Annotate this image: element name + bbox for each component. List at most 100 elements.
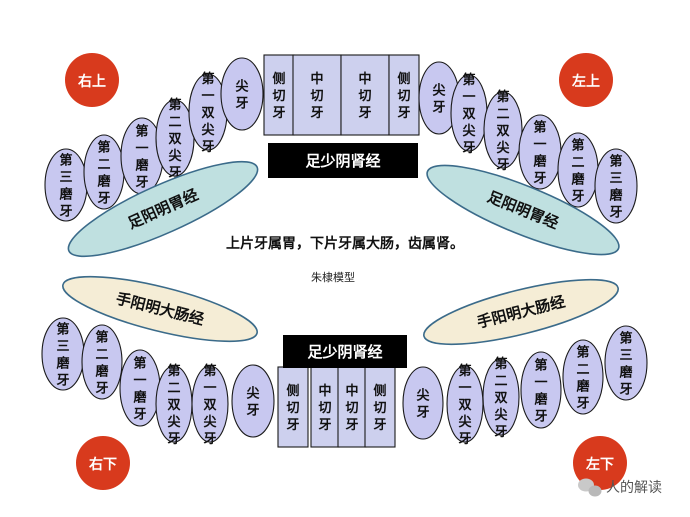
upper-tooth-label: 第三磨牙 [59, 153, 72, 220]
upper-tooth: 第二双尖牙 [155, 97, 195, 181]
corner-upper-right: 右上 [65, 53, 119, 107]
lower-tooth-shape [191, 365, 229, 443]
upper-tooth-shape [594, 148, 638, 224]
lower-tooth: 第三磨牙 [604, 325, 648, 401]
watermark: 人的解读 [578, 478, 662, 497]
lower-tooth-label: 第二双尖牙 [494, 356, 507, 440]
upper-tooth-label: 第一磨牙 [135, 124, 148, 191]
lower-tooth-label: 侧切牙 [373, 383, 386, 433]
lower-banner-label: 足少阴肾经 [307, 343, 382, 361]
lower-tooth-label: 尖牙 [416, 388, 429, 421]
upper-tooth: 第二双尖牙 [483, 89, 523, 173]
lower-kidney-banner: 足少阴肾经 [283, 335, 407, 368]
corner-label-upper-right: 右上 [77, 73, 106, 90]
upper-tooth: 侧切牙 [263, 54, 295, 136]
upper-tooth: 第二磨牙 [83, 134, 125, 210]
lower-tooth-shape [81, 324, 123, 400]
lower-tooth-label: 中切牙 [345, 383, 358, 433]
corner-lower-right: 右下 [76, 436, 130, 490]
lower-tooth-label: 第三磨牙 [56, 322, 69, 389]
lower-tooth: 侧切牙 [364, 366, 396, 448]
lower-tooth-label: 中切牙 [318, 383, 331, 433]
upper-tooth: 第一双尖牙 [188, 71, 228, 155]
lower-tooth-label: 第二磨牙 [576, 345, 589, 412]
lower-tooth: 中切牙 [310, 366, 340, 448]
upper-tooth: 第二磨牙 [557, 132, 599, 208]
watermark-text: 人的解读 [606, 479, 662, 496]
lower-tooth-shape [482, 358, 520, 436]
upper-tooth: 中切牙 [340, 54, 390, 136]
lower-tooth: 第一双尖牙 [191, 363, 229, 447]
upper-tooth-shape [220, 57, 264, 131]
upper-tooth-label: 第二磨牙 [571, 138, 584, 205]
lower-tooth-label: 第一双尖牙 [458, 363, 471, 447]
upper-tooth-label: 侧切牙 [272, 71, 285, 121]
corner-lower-left: 左下 [573, 436, 627, 490]
upper-tooth-label: 第三磨牙 [609, 154, 622, 221]
corner-upper-left: 左上 [559, 53, 613, 107]
upper-tooth: 中切牙 [292, 54, 342, 136]
upper-tooth: 尖牙 [220, 57, 264, 131]
upper-banner-label: 足少阴肾经 [305, 152, 380, 170]
center-note: 上片牙属胃，下片牙属大肠，齿属肾。 [226, 235, 464, 252]
lower-tooth-label: 第一磨牙 [534, 358, 547, 425]
upper-tooth-shape [263, 54, 295, 136]
upper-tooth: 第一双尖牙 [450, 72, 488, 156]
upper-tooth-shape [483, 91, 523, 169]
meridian-lower-left: 手阳明大肠经 [62, 275, 258, 343]
upper-tooth-label: 尖牙 [432, 83, 445, 116]
upper-tooth: 侧切牙 [388, 54, 420, 136]
lower-tooth-shape [402, 366, 444, 440]
lower-tooth-label: 尖牙 [246, 386, 259, 419]
upper-tooth-label: 第一双尖牙 [201, 71, 214, 155]
lower-tooth: 第一双尖牙 [446, 363, 484, 447]
upper-tooth: 第一磨牙 [518, 114, 562, 190]
corner-label-lower-left: 左下 [585, 456, 614, 473]
upper-kidney-banner: 足少阴肾经 [268, 143, 418, 178]
lower-tooth: 中切牙 [337, 366, 367, 448]
lower-tooth-shape [562, 339, 604, 415]
lower-tooth-label: 第二磨牙 [95, 330, 108, 397]
meridian-upper-right: 足阳明胃经 [426, 164, 620, 256]
upper-tooth: 第三磨牙 [594, 148, 638, 224]
upper-tooth: 尖牙 [418, 61, 460, 135]
lower-tooth-label: 第二双尖牙 [167, 363, 180, 447]
upper-tooth-label: 第二双尖牙 [168, 97, 181, 181]
lower-tooth: 第二磨牙 [81, 324, 123, 400]
upper-tooth-label: 第二磨牙 [97, 140, 110, 207]
lower-tooth: 第一磨牙 [520, 351, 562, 429]
upper-tooth-label: 第二双尖牙 [496, 89, 509, 173]
meridian-lower-right: 手阳明大肠经 [423, 278, 619, 346]
wechat-icon [578, 478, 602, 497]
lower-tooth-shape [364, 366, 396, 448]
upper-tooth-label: 第一磨牙 [533, 120, 546, 187]
upper-tooth-label: 尖牙 [235, 79, 248, 112]
lower-tooth: 第三磨牙 [41, 317, 85, 391]
lower-teeth-row: 第三磨牙第二磨牙第一磨牙第二双尖牙第一双尖牙尖牙侧切牙中切牙中切牙侧切牙尖牙第一… [41, 317, 648, 448]
upper-tooth-label: 第一双尖牙 [462, 72, 475, 156]
lower-tooth: 尖牙 [402, 366, 444, 440]
lower-tooth: 尖牙 [231, 364, 275, 438]
lower-tooth-label: 第一磨牙 [133, 356, 146, 423]
model-label: 朱棣模型 [311, 270, 355, 284]
lower-tooth-label: 第三磨牙 [619, 331, 632, 398]
upper-tooth-shape [340, 54, 390, 136]
lower-tooth: 第二磨牙 [562, 339, 604, 415]
lower-tooth-shape [604, 325, 648, 401]
upper-tooth: 第三磨牙 [44, 148, 88, 222]
lower-tooth: 第一磨牙 [119, 349, 161, 427]
lower-tooth-shape [520, 351, 562, 429]
upper-tooth-shape [388, 54, 420, 136]
lower-tooth-label: 第一双尖牙 [203, 363, 216, 447]
corner-label-lower-right: 右下 [88, 456, 117, 473]
upper-tooth-shape [292, 54, 342, 136]
lower-tooth-label: 侧切牙 [286, 383, 299, 433]
lower-tooth: 第二双尖牙 [482, 356, 520, 440]
upper-tooth-label: 中切牙 [310, 71, 323, 121]
upper-tooth-label: 中切牙 [358, 71, 371, 121]
upper-teeth-row: 第三磨牙第二磨牙第一磨牙第二双尖牙第一双尖牙尖牙侧切牙中切牙中切牙侧切牙尖牙第一… [44, 54, 638, 224]
lower-tooth-shape [231, 364, 275, 438]
corner-label-upper-left: 左上 [571, 73, 600, 90]
lower-tooth: 侧切牙 [277, 366, 309, 448]
